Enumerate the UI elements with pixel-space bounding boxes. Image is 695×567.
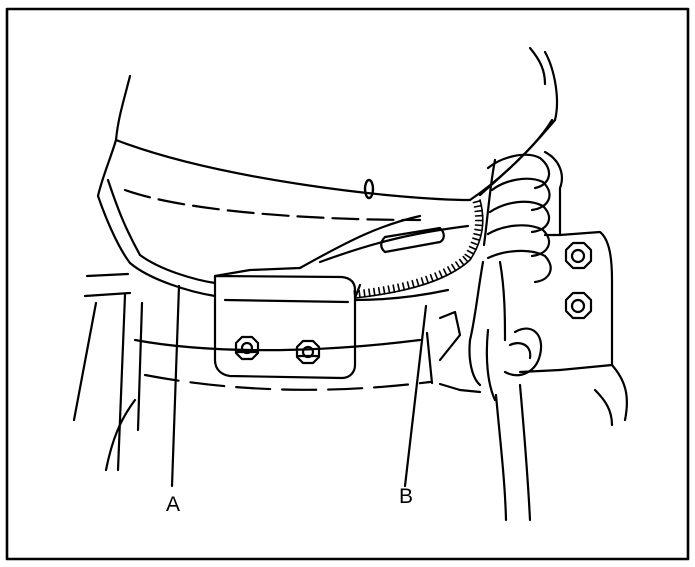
serration-tooth — [451, 263, 457, 272]
serration-tooth — [468, 245, 477, 251]
serration-tooth — [442, 268, 448, 277]
background-engine-left — [72, 272, 144, 472]
serration-tooth — [425, 275, 430, 284]
callout-label-b: B — [399, 485, 413, 508]
lower-pipe-body — [104, 331, 482, 472]
serration-tooth — [472, 237, 481, 241]
right-tube — [468, 260, 543, 522]
serration-tooth — [401, 282, 406, 291]
serration-tooth — [447, 266, 453, 274]
serration-tooth — [392, 284, 396, 293]
serration-tooth — [372, 287, 376, 297]
serration-tooth — [473, 204, 483, 208]
serration-tooth — [466, 249, 475, 255]
serration-tooth — [382, 286, 386, 295]
serration-tooth — [473, 233, 482, 237]
serration-tooth — [474, 228, 483, 232]
serration-tooth — [411, 279, 415, 289]
serration-tooth — [474, 209, 483, 213]
clamp-bracket — [213, 214, 470, 380]
serration-tooth — [406, 281, 411, 290]
serration-tooth — [464, 253, 472, 260]
serration-tooth — [458, 258, 465, 266]
serration-tooth — [455, 261, 461, 269]
flange-ring — [96, 138, 450, 302]
serration-tooth — [429, 273, 434, 283]
leader-line-a — [170, 284, 181, 488]
serration-tooth — [462, 255, 469, 263]
serration-tooth — [470, 241, 479, 246]
serration-tooth — [434, 272, 439, 281]
hose-coil — [482, 153, 552, 284]
serration-tooth — [368, 288, 371, 298]
background-engine-right — [438, 310, 629, 427]
leader-line-b — [403, 304, 428, 488]
serrated-band — [353, 199, 484, 299]
bracket-nut-right — [295, 339, 321, 365]
serration-tooth — [358, 289, 361, 299]
bracket-bolt-bottom — [564, 291, 593, 320]
serration-tooth — [438, 270, 444, 279]
figure-frame — [5, 7, 690, 561]
serration-tooth — [420, 277, 425, 286]
serration-tooth — [387, 285, 391, 294]
serration-tooth — [474, 224, 484, 227]
serration-tooth — [397, 283, 401, 292]
ring-marking — [363, 178, 375, 200]
serration-tooth — [415, 278, 420, 287]
serration-tooth — [472, 200, 482, 204]
serration-tooth — [377, 286, 381, 296]
bracket-bolt-top — [564, 241, 593, 270]
serration-tooth — [363, 289, 366, 298]
serration-tooth — [353, 290, 356, 299]
callout-label-a: A — [166, 493, 180, 516]
bracket-nut-left — [234, 335, 260, 361]
